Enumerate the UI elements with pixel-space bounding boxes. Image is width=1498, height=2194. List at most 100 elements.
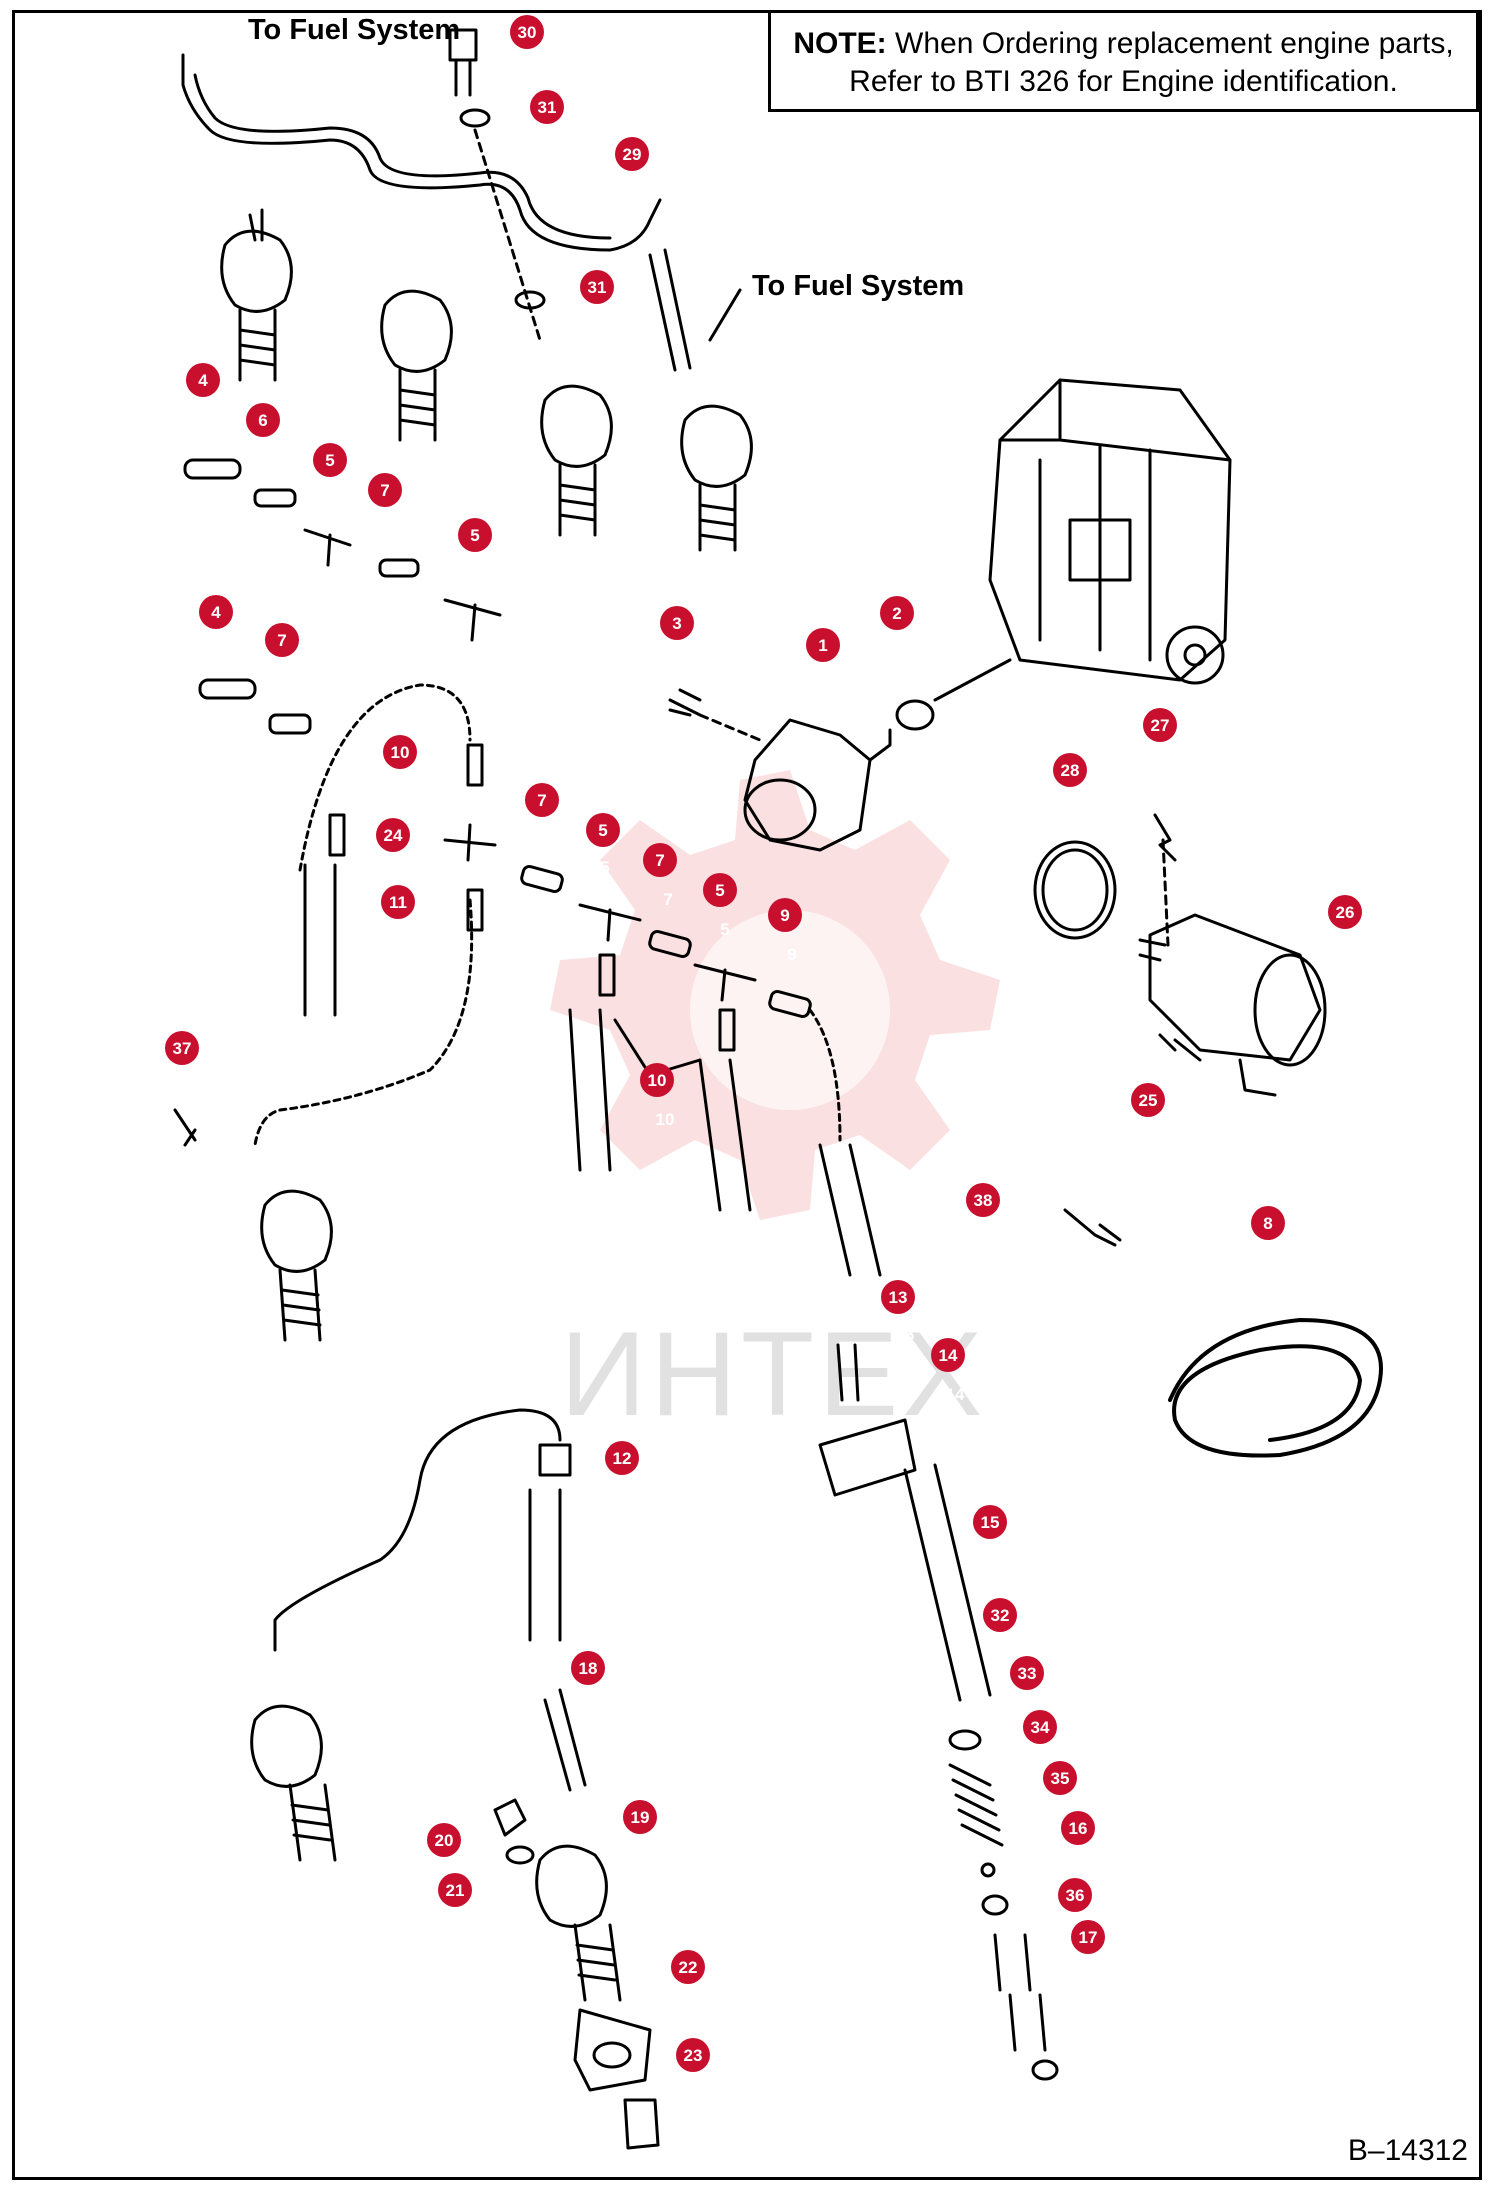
badge-circle-c20[interactable] xyxy=(427,1823,461,1857)
callout-c6[interactable]: 66 xyxy=(246,403,285,469)
part-number-c5c: 5 xyxy=(600,858,609,877)
badge-circle-c35[interactable] xyxy=(1043,1761,1077,1795)
callout-c5d[interactable]: 55 xyxy=(703,873,737,939)
badge-circle-c13[interactable] xyxy=(881,1280,915,1314)
callout-c2[interactable]: 22 xyxy=(880,596,914,659)
part-number-c8: 8 xyxy=(1270,1250,1279,1269)
badge-circle-c19[interactable] xyxy=(623,1800,657,1834)
badge-circle-c12[interactable] xyxy=(605,1441,639,1475)
callout-c20[interactable]: 2020 xyxy=(427,1823,461,1889)
badge-circle-c5b[interactable] xyxy=(458,518,492,552)
callout-c4a[interactable]: 44 xyxy=(186,363,220,434)
callout-c3[interactable]: 33 xyxy=(660,606,694,669)
callout-c7c[interactable]: 77 xyxy=(525,783,559,849)
callout-c7a[interactable]: 77 xyxy=(368,473,405,539)
badge-circle-c9[interactable] xyxy=(768,898,802,932)
badge-circle-c18[interactable] xyxy=(571,1651,605,1685)
badge-circle-c14[interactable] xyxy=(931,1338,965,1372)
badge-circle-c21[interactable] xyxy=(438,1873,472,1907)
badge-circle-c1[interactable] xyxy=(806,628,840,662)
badge-circle-c7a[interactable] xyxy=(368,473,402,507)
badge-circle-c8[interactable] xyxy=(1251,1206,1285,1240)
badge-circle-c36[interactable] xyxy=(1058,1878,1092,1912)
badge-circle-c30[interactable] xyxy=(510,15,544,49)
callout-c1[interactable]: 11 xyxy=(806,628,840,694)
callout-c7d[interactable]: 77 xyxy=(643,843,677,909)
badge-circle-c25[interactable] xyxy=(1131,1083,1165,1117)
badge-circle-c38[interactable] xyxy=(966,1183,1000,1217)
badge-circle-c23[interactable] xyxy=(676,2038,710,2072)
badge-circle-c5c[interactable] xyxy=(586,813,620,847)
part-number-c32: 32 xyxy=(996,1642,1015,1661)
badge-circle-c15[interactable] xyxy=(973,1505,1007,1539)
badge-circle-c7b[interactable] xyxy=(265,623,299,657)
badge-circle-c29[interactable] xyxy=(615,137,649,171)
badge-circle-c4a[interactable] xyxy=(186,363,220,397)
callout-c5a[interactable]: 55 xyxy=(313,443,347,509)
badge-circle-c6[interactable] xyxy=(246,403,280,437)
badge-circle-c32[interactable] xyxy=(983,1598,1017,1632)
badge-circle-c7c[interactable] xyxy=(525,783,559,817)
badge-circle-c28[interactable] xyxy=(1053,753,1087,787)
part-number-c14: 14 xyxy=(946,1385,965,1404)
callout-c5c[interactable]: 55 xyxy=(586,813,620,877)
callout-c4b[interactable]: 44 xyxy=(199,595,233,659)
callout-c5b[interactable]: 55 xyxy=(458,518,492,584)
washer-17 xyxy=(1031,2059,1059,2081)
badge-circle-c16[interactable] xyxy=(1061,1811,1095,1845)
hose-7c xyxy=(520,864,564,894)
hose-10b-2 xyxy=(718,1008,736,1052)
badge-circle-c5d[interactable] xyxy=(703,873,737,907)
badge-label-c23: 23 xyxy=(684,2046,703,2065)
badge-circle-c3[interactable] xyxy=(660,606,694,640)
badge-circle-c10b[interactable] xyxy=(640,1063,674,1097)
badge-circle-c10a[interactable] xyxy=(383,735,417,769)
badge-circle-c37[interactable] xyxy=(165,1031,199,1065)
badge-circle-c24[interactable] xyxy=(376,818,410,852)
badge-circle-c31b[interactable] xyxy=(580,270,614,304)
badge-circle-c7d[interactable] xyxy=(643,843,677,877)
callout-c8[interactable]: 88 xyxy=(1251,1206,1285,1269)
badge-circle-c17[interactable] xyxy=(1071,1920,1105,1954)
badge-circle-c2[interactable] xyxy=(880,596,914,630)
badge-circle-c26[interactable] xyxy=(1328,895,1362,929)
badge-circle-c22[interactable] xyxy=(671,1950,705,1984)
badge-circle-c4b[interactable] xyxy=(199,595,233,629)
badge-circle-c33[interactable] xyxy=(1010,1656,1044,1690)
badge-circle-c5a[interactable] xyxy=(313,443,347,477)
badge-circle-c31a[interactable] xyxy=(530,90,564,124)
badge-circle-c27[interactable] xyxy=(1143,708,1177,742)
callout-c7b[interactable]: 77 xyxy=(265,623,299,689)
callout-c9[interactable]: 99 xyxy=(768,898,802,964)
badge-circle-c11[interactable] xyxy=(381,885,415,919)
badge-circle-c34[interactable] xyxy=(1023,1710,1057,1744)
